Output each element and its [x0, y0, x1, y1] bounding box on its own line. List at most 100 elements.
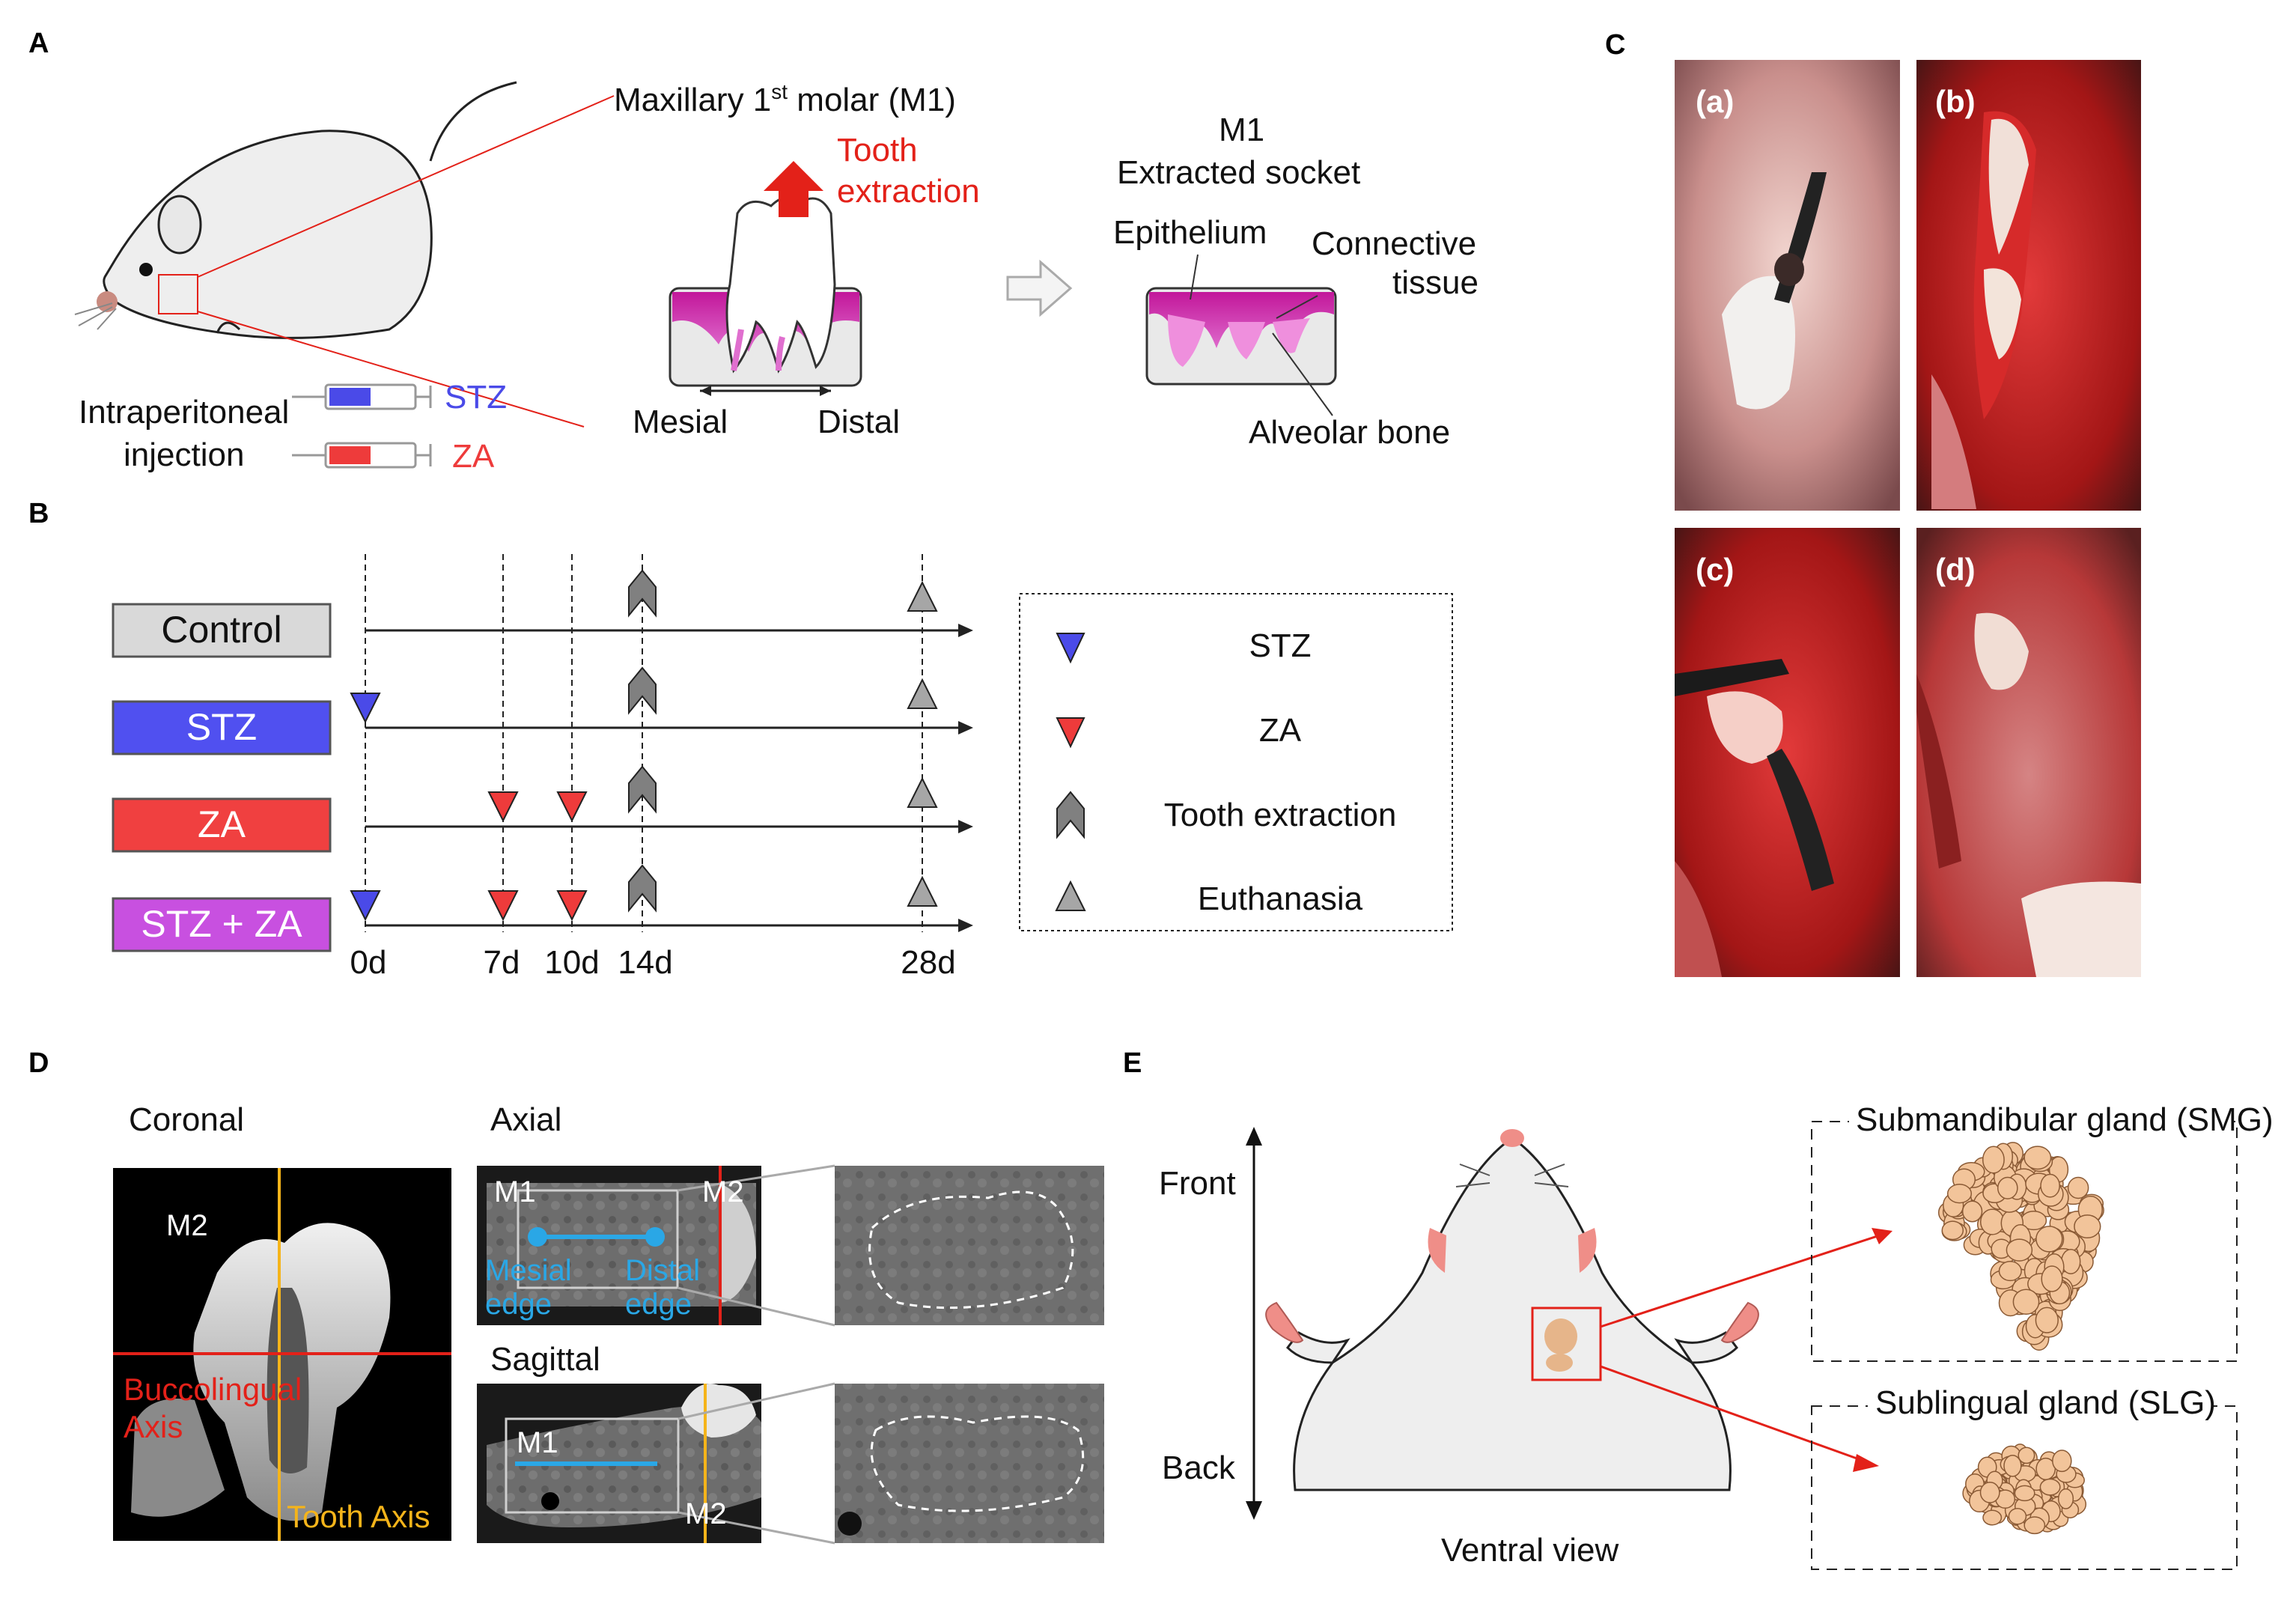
alveolar-bone-label: Alveolar bone — [1249, 414, 1450, 451]
chevron-up-icon — [1056, 791, 1085, 839]
gland-acinus — [1946, 1184, 1973, 1204]
gland-acinus — [2074, 1214, 2101, 1239]
gland-acinus — [2003, 1454, 2022, 1477]
gland-acinus — [2035, 1307, 2059, 1333]
tooth-extraction-label-line2: extraction — [837, 173, 980, 210]
euthanasia-marker-3 — [907, 875, 938, 907]
timeline-legend — [1019, 593, 1453, 931]
group-label-1: STZ — [186, 706, 257, 748]
gland-acinus — [2052, 1450, 2072, 1473]
gland-acinus — [1961, 1200, 1983, 1223]
panel-letter-d: D — [28, 1047, 49, 1079]
connective-tissue-label-line1: Connective — [1312, 225, 1476, 262]
panel-letter-c: C — [1605, 29, 1625, 61]
syringe-stz-label: STZ — [445, 379, 507, 416]
molar-title: Maxillary 1st molar (M1) — [614, 80, 956, 118]
gray-triangle-up-icon — [1055, 880, 1086, 911]
group-label-0: Control — [161, 609, 281, 651]
submandibular-gland-illustration — [1937, 1142, 2104, 1351]
stz-marker-combo-group — [350, 890, 381, 922]
axial-ct-image — [477, 1164, 835, 1327]
photo-a — [1675, 60, 1900, 511]
gland-acinus — [2024, 1146, 2052, 1170]
photo-b — [1916, 60, 2141, 511]
gland-acinus — [1941, 1220, 1964, 1241]
epithelium-label: Epithelium — [1113, 214, 1267, 251]
photo-d-label: (d) — [1935, 552, 1976, 587]
smg-label: Submandibular gland (SMG) — [1856, 1101, 2274, 1138]
syringe-za-icon — [292, 442, 432, 469]
timeline-arrowhead-0 — [958, 624, 973, 637]
photo-c — [1675, 528, 1900, 977]
photo-a-label: (a) — [1696, 84, 1734, 119]
extraction-marker-2 — [628, 765, 657, 814]
day-label-4: 28d — [901, 944, 955, 981]
panel-letter-a: A — [28, 28, 49, 59]
gland-acinus — [2018, 1447, 2035, 1464]
day-label-3: 14d — [618, 944, 672, 981]
gland-acinus — [2067, 1176, 2089, 1199]
syringe-za-label: ZA — [452, 438, 495, 475]
buccolingual-axis-label-line1: Buccolingual — [124, 1372, 302, 1407]
gland-acinus — [2006, 1238, 2033, 1262]
za-marker-10d-2 — [556, 791, 588, 823]
group-box-0 — [112, 603, 332, 658]
coronal-m2-label: M2 — [166, 1209, 208, 1242]
gland-acinus — [2024, 1516, 2046, 1535]
slg-label: Sublingual gland (SLG) — [1875, 1384, 2216, 1421]
coronal-title: Coronal — [129, 1101, 244, 1138]
gland-acinus — [2041, 1265, 2063, 1292]
smg-box — [1811, 1107, 2238, 1362]
tooth-extraction-label-line1: Tooth — [837, 132, 918, 168]
group-box-3 — [112, 897, 332, 952]
sagittal-m1-label: M1 — [517, 1426, 558, 1459]
day-label-2: 10d — [544, 944, 599, 981]
legend-label-2: Tooth extraction — [1164, 797, 1397, 833]
euthanasia-marker-0 — [907, 580, 938, 612]
tooth-extraction-diagram — [669, 161, 862, 396]
gland-acinus — [2039, 1478, 2061, 1496]
connective-tissue-label-line2: tissue — [1392, 264, 1479, 301]
gland-acinus — [2035, 1226, 2063, 1253]
sublingual-gland-illustration — [1962, 1444, 2087, 1535]
slg-box — [1811, 1389, 2238, 1570]
axial-title: Axial — [490, 1101, 561, 1138]
gland-acinus — [2040, 1173, 2060, 1198]
mouse-illustration — [74, 81, 615, 428]
photo-c-label: (c) — [1696, 552, 1734, 587]
front-back-axis — [1246, 1127, 1262, 1520]
distal-edge-label-line1: Distal — [625, 1254, 700, 1287]
coronal-ct-image — [113, 1168, 451, 1541]
mouse-ventral-illustration — [1265, 1129, 1892, 1491]
sagittal-title: Sagittal — [490, 1341, 600, 1378]
gland-acinus — [1997, 1176, 2018, 1199]
timeline-arrowhead-1 — [958, 721, 973, 734]
gland-acinus — [2014, 1485, 2035, 1502]
distal-label: Distal — [817, 404, 900, 440]
gland-acinus — [2012, 1289, 2040, 1315]
sagittal-ct-image — [477, 1382, 835, 1545]
gland-acinus — [1998, 1261, 2022, 1282]
sagittal-m2-label: M2 — [685, 1497, 727, 1530]
day-label-0: 0d — [350, 944, 387, 981]
back-label: Back — [1162, 1450, 1236, 1486]
extraction-marker-3 — [628, 864, 657, 913]
gland-acinus — [2008, 1507, 2027, 1525]
panel-letter-b: B — [28, 498, 49, 529]
injection-label-line1: Intraperitoneal — [79, 394, 289, 431]
blue-triangle-down-icon — [1056, 633, 1085, 664]
extraction-marker-1 — [628, 666, 657, 715]
distal-edge-label-line2: edge — [625, 1288, 692, 1321]
za-marker-10d-3 — [556, 890, 588, 922]
gland-acinus — [2060, 1249, 2081, 1274]
gland-acinus — [1979, 1208, 2005, 1235]
legend-label-1: ZA — [1259, 712, 1302, 749]
group-label-3: STZ + ZA — [141, 903, 302, 945]
mesial-edge-label-line1: Mesial — [485, 1254, 572, 1287]
day-label-1: 7d — [484, 944, 520, 981]
group-box-1 — [112, 700, 332, 755]
socket-label-line2: Extracted socket — [1117, 154, 1360, 191]
tooth-axis-label: Tooth Axis — [287, 1499, 430, 1534]
